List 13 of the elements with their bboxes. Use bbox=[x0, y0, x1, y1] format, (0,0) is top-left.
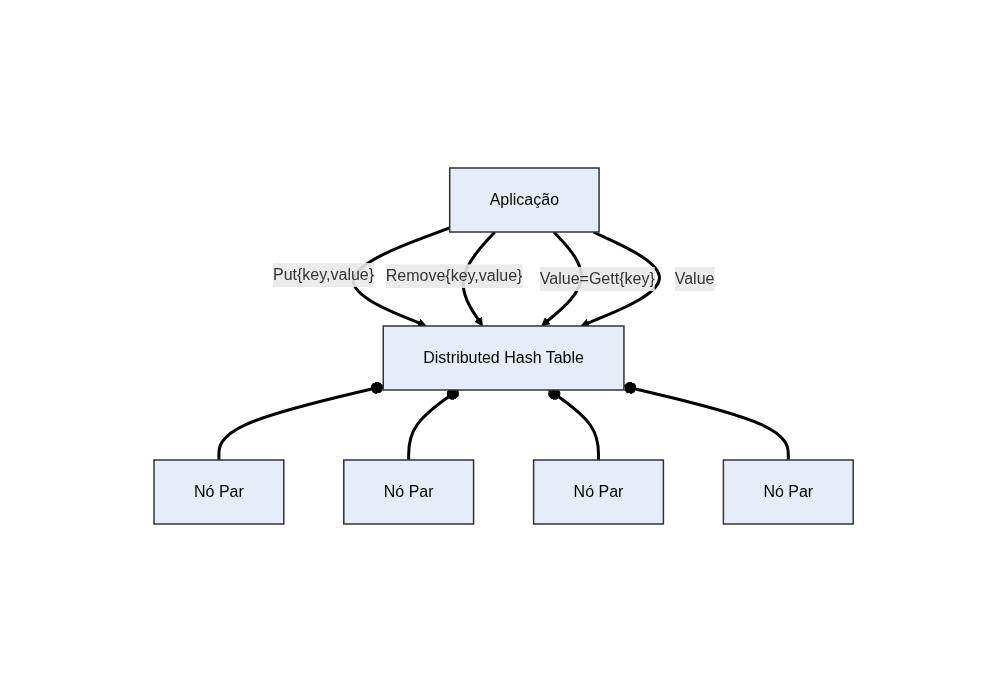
connector bbox=[217, 381, 384, 460]
node-box: Nó Par bbox=[343, 458, 475, 525]
arrow bbox=[580, 230, 662, 327]
node-box: Distributed Hash Table bbox=[382, 324, 626, 391]
node-box: Nó Par bbox=[723, 458, 855, 525]
node-box: Aplicação bbox=[449, 166, 601, 233]
edge-label: Remove{key,value} bbox=[386, 266, 523, 284]
edge-label: Value bbox=[675, 269, 715, 287]
node-box: Nó Par bbox=[533, 458, 665, 525]
edge-label: Value=Gett{key} bbox=[540, 269, 656, 287]
connector bbox=[624, 381, 791, 460]
edge-label: Put{key,value} bbox=[273, 265, 375, 283]
node-box: Nó Par bbox=[153, 458, 285, 525]
